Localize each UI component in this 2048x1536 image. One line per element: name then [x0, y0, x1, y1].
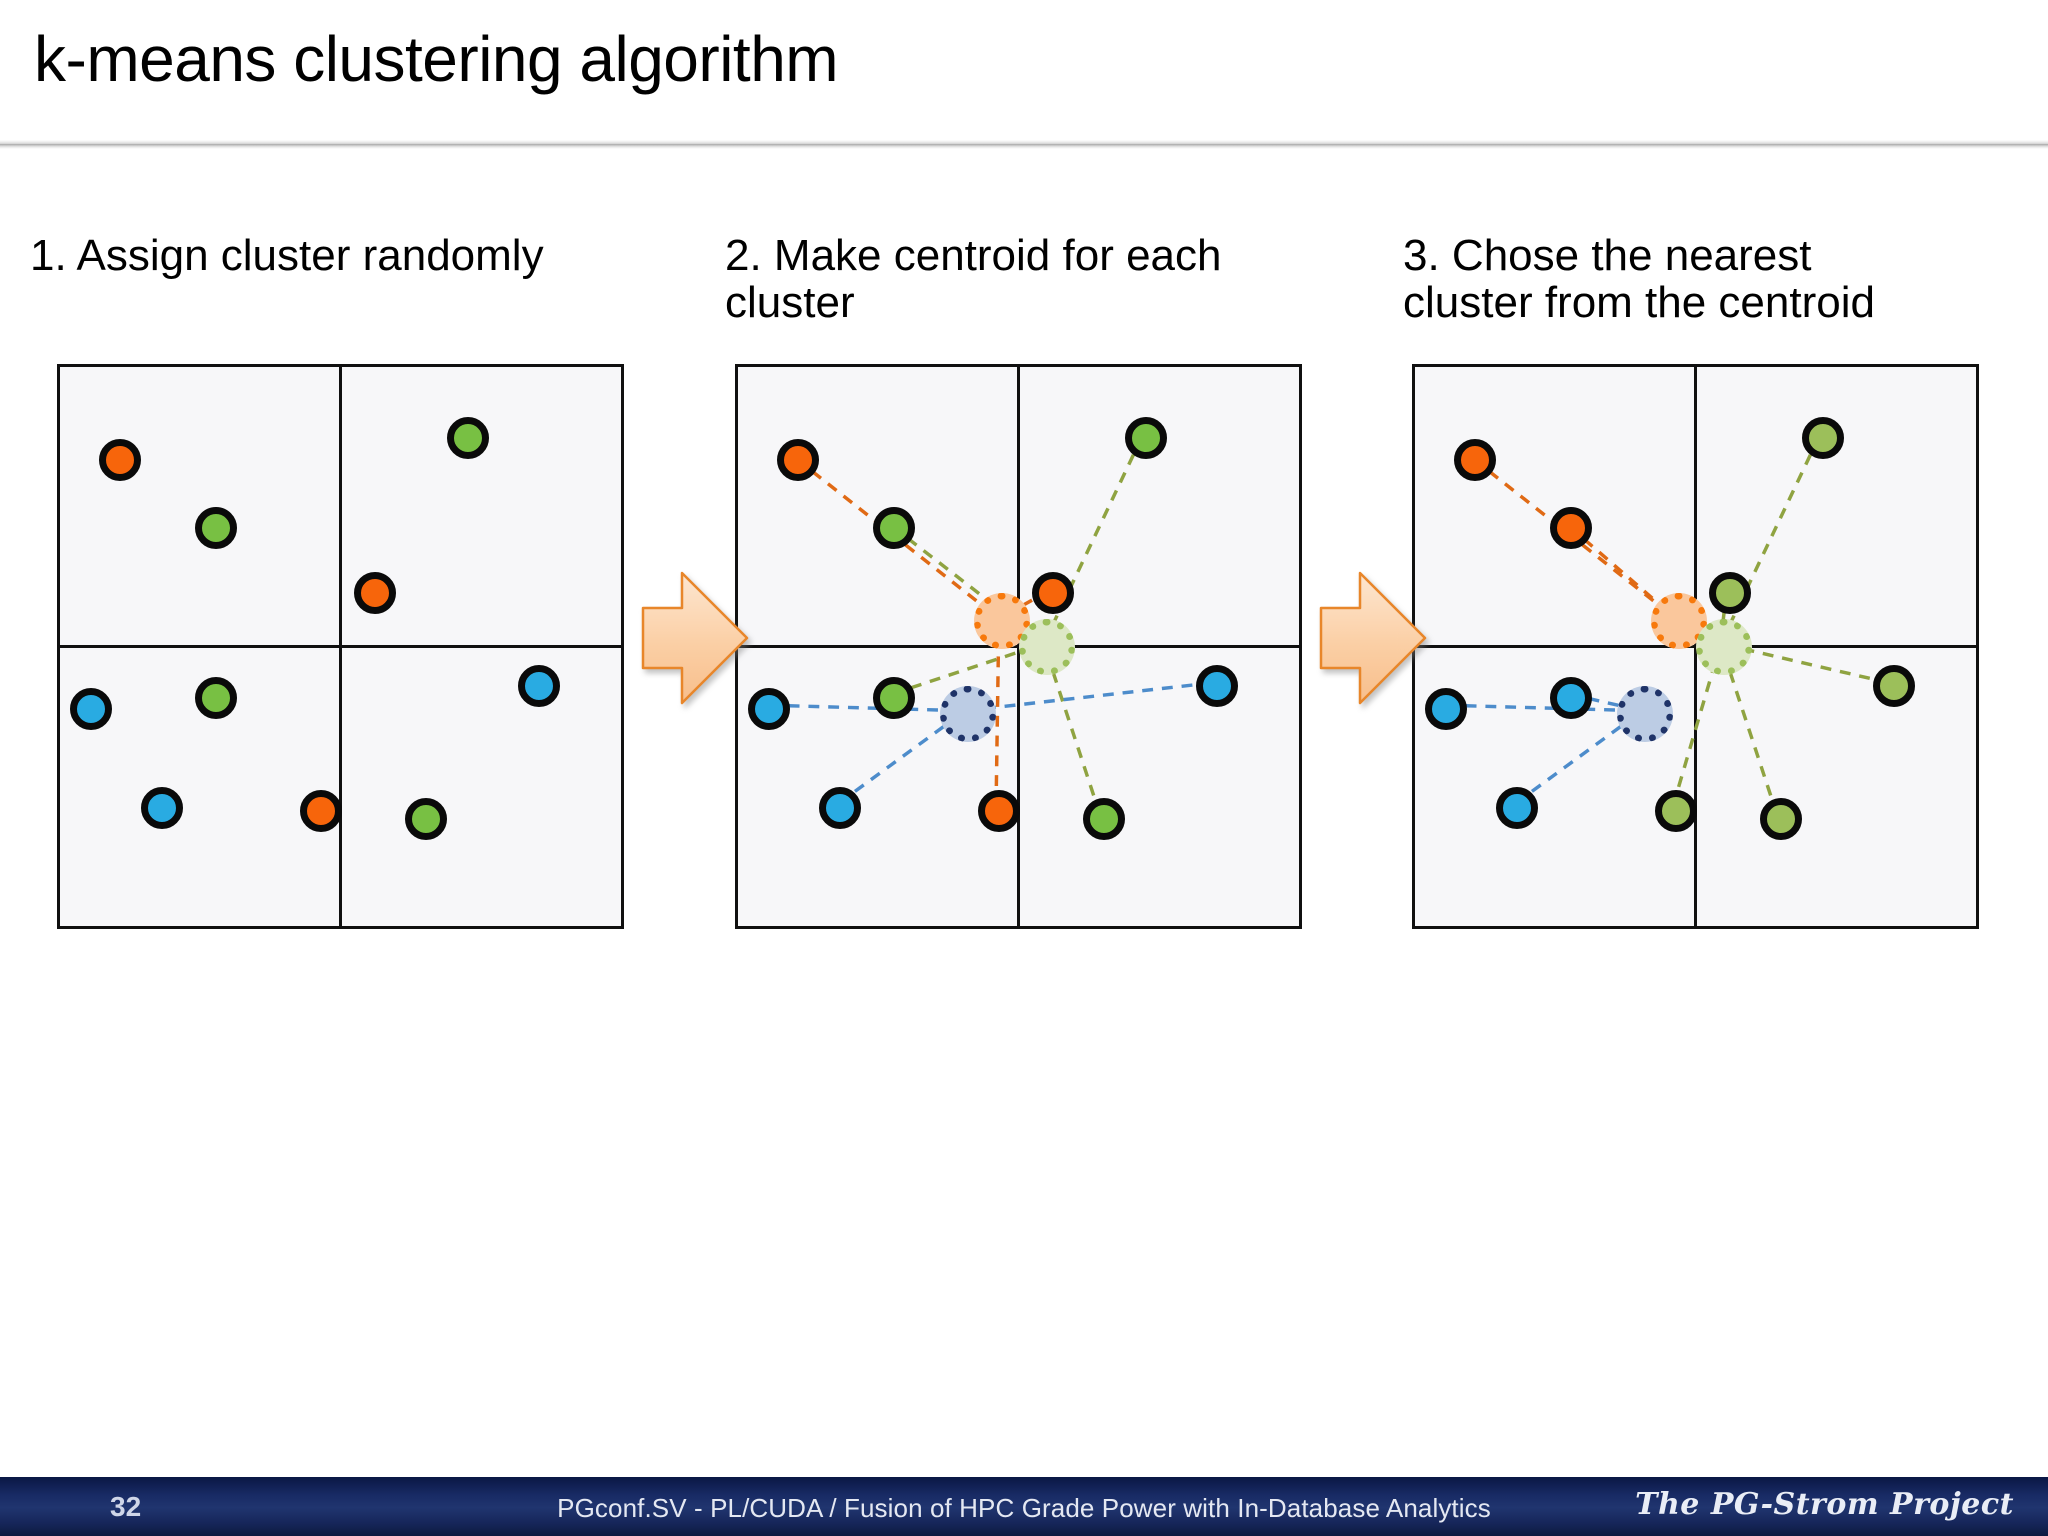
panel-horizontal-axis [60, 645, 621, 648]
data-point-green [404, 798, 447, 840]
panel-horizontal-axis [738, 645, 1299, 648]
data-point-orange [353, 572, 396, 614]
data-point-green [194, 507, 237, 550]
step-3-column: 3. Chose the nearest cluster from the ce… [1403, 232, 2043, 326]
centroid-blue [939, 686, 996, 743]
page-title: k-means clustering algorithm [34, 23, 839, 95]
cluster-link-green [1042, 643, 1102, 815]
data-point-green [1802, 416, 1845, 459]
data-point-green [1125, 416, 1168, 459]
data-point-orange [776, 439, 819, 482]
step-1-column: 1. Assign cluster randomly [30, 232, 670, 279]
title-divider [0, 140, 2048, 149]
data-point-blue [1196, 665, 1239, 708]
data-point-blue [70, 687, 113, 730]
centroid-green [1019, 618, 1075, 675]
cluster-link-blue [965, 681, 1213, 713]
step-2-column: 2. Make centroid for each cluster [725, 232, 1335, 326]
cluster-link-blue [837, 709, 967, 805]
centroid-green [1696, 618, 1752, 675]
data-point-orange [1031, 572, 1074, 614]
data-point-green [1654, 789, 1697, 832]
data-point-orange [1549, 507, 1592, 550]
data-point-orange [98, 439, 141, 482]
data-point-orange [299, 789, 342, 832]
panel-make-centroid [735, 364, 1302, 929]
cluster-link-blue [768, 703, 966, 713]
slide-footer: 32 PGconf.SV - PL/CUDA / Fusion of HPC G… [0, 1477, 2048, 1536]
data-point-green [872, 507, 915, 550]
step-3-heading: 3. Chose the nearest cluster from the ce… [1403, 231, 1875, 328]
data-point-orange [977, 789, 1020, 832]
panel-chose-nearest [1412, 364, 1979, 929]
cluster-link-blue [1514, 709, 1644, 805]
data-point-blue [141, 786, 184, 829]
right-arrow-icon [641, 571, 749, 705]
data-point-blue [819, 786, 862, 829]
data-point-green [1082, 798, 1125, 840]
data-point-green [1708, 572, 1751, 614]
data-point-green [1873, 665, 1916, 708]
cluster-link-orange [1568, 525, 1677, 620]
cluster-link-green [891, 642, 1045, 696]
step-2-heading: 2. Make centroid for each cluster [725, 231, 1222, 328]
centroid-blue [1616, 686, 1673, 743]
panel-assign-random [57, 364, 624, 929]
right-arrow-icon [1319, 571, 1427, 705]
data-point-green [447, 416, 490, 459]
footer-conference-text: PGconf.SV - PL/CUDA / Fusion of HPC Grad… [557, 1493, 1491, 1523]
data-point-green [194, 676, 237, 719]
cluster-link-green [1719, 643, 1779, 815]
data-point-orange [1453, 439, 1496, 482]
data-point-blue [1496, 786, 1539, 829]
data-point-green [872, 676, 915, 719]
step-1-heading: 1. Assign cluster randomly [30, 231, 544, 280]
data-point-blue [1549, 676, 1592, 719]
footer-page-number: 32 [110, 1491, 142, 1522]
cluster-link-blue [1445, 703, 1643, 713]
panel-horizontal-axis [1415, 645, 1976, 648]
footer-brand-logo: The PG-Strom Project [1635, 1487, 2014, 1522]
data-point-blue [1425, 687, 1468, 730]
data-point-blue [518, 665, 561, 708]
data-point-green [1759, 798, 1802, 840]
data-point-blue [748, 687, 791, 730]
panel-links-layer [60, 367, 621, 926]
